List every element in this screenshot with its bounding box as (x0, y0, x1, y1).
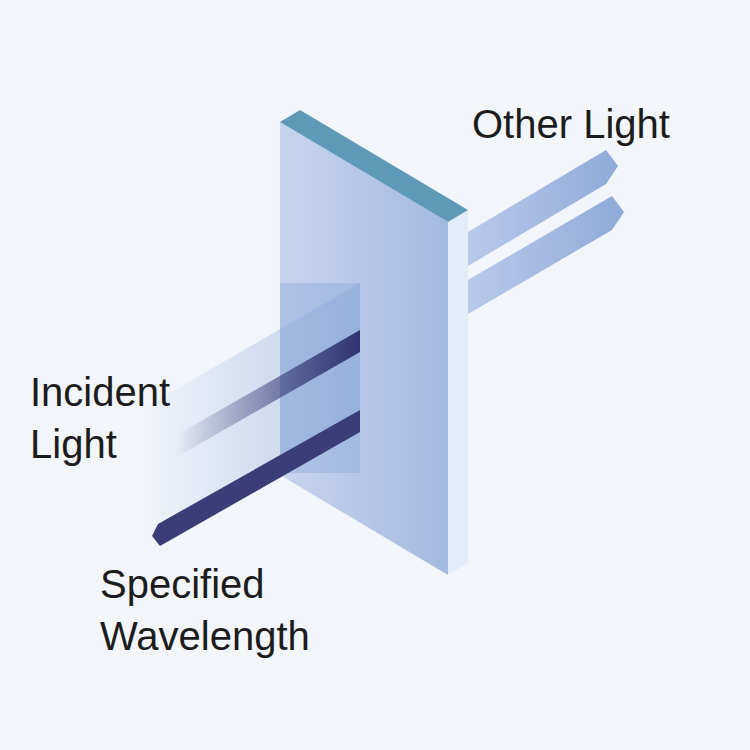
incident-beam (140, 283, 360, 540)
filter-side (448, 210, 468, 575)
beam-label: Incident Light (30, 366, 210, 470)
specified-wavelength-ray (152, 410, 360, 546)
beam-label: Specified Wavelength (100, 558, 370, 662)
filter-top (280, 110, 468, 222)
other-light-beam (468, 196, 624, 314)
beam-label: Other Light (472, 98, 742, 150)
